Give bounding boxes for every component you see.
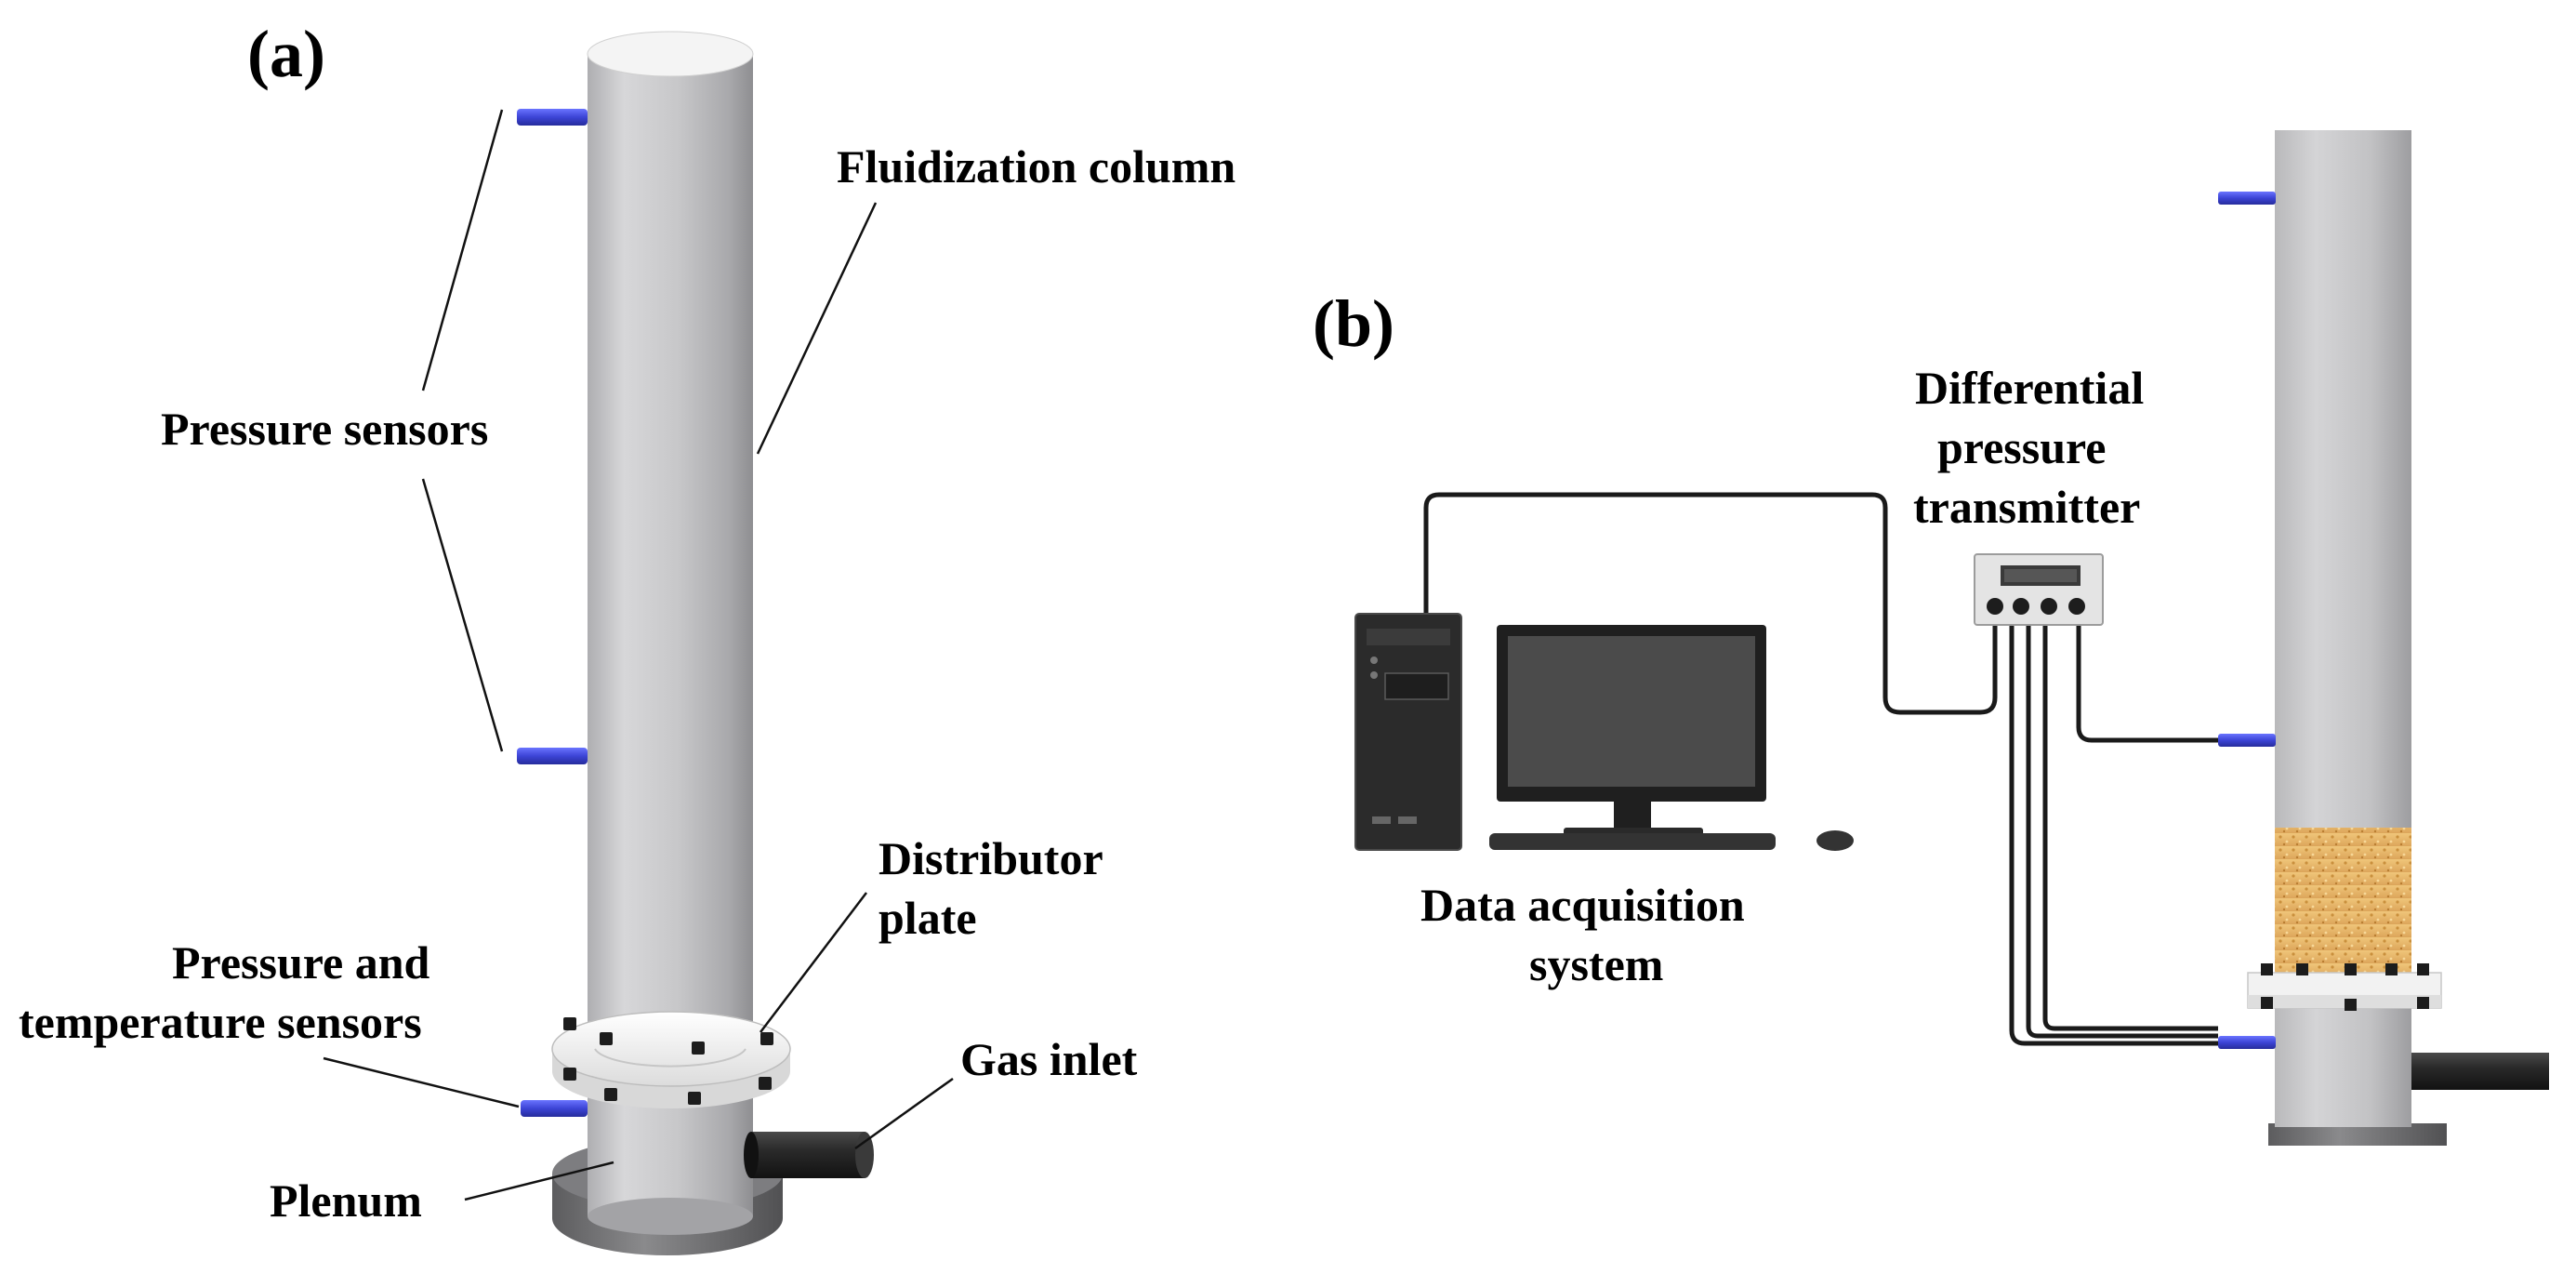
label-pressure-temperature-line2: temperature sensors [19, 996, 422, 1048]
label-transmitter-line3: transmitter [1913, 481, 2140, 533]
leader-lines-a [323, 109, 954, 1201]
label-plenum: Plenum [270, 1174, 422, 1227]
label-pressure-sensors: Pressure sensors [161, 403, 488, 455]
bed-material [2275, 828, 2411, 976]
pc-tower [1354, 613, 1462, 851]
fluidization-column-b [2247, 130, 2549, 1146]
pressure-sensor-top-a [517, 109, 588, 126]
panel-b: (b) [1313, 130, 2549, 1146]
plenum-sensor-b [2218, 1036, 2276, 1049]
keyboard [1489, 833, 1776, 850]
monitor [1497, 625, 1766, 841]
panel-b-tag: (b) [1313, 286, 1394, 361]
signal-wires [1423, 492, 2218, 1046]
panel-a-tag: (a) [247, 17, 325, 91]
label-gas-inlet: Gas inlet [960, 1033, 1138, 1085]
label-data-acquisition-line2: system [1529, 938, 1663, 990]
label-pressure-temperature-line1: Pressure and [172, 936, 430, 988]
differential-pressure-transmitter [1974, 553, 2104, 626]
label-fluidization-column: Fluidization column [837, 140, 1235, 192]
pressure-sensor-bottom-b [2218, 734, 2276, 747]
pressure-sensor-top-b [2218, 192, 2276, 205]
label-distributor-plate-line2: plate [878, 892, 977, 944]
panel-a: (a) [19, 17, 1235, 1255]
pressure-sensor-bottom-a [517, 748, 588, 764]
plenum-sensor-a [521, 1100, 588, 1117]
distributor-plate-a [551, 1011, 791, 1108]
data-acquisition-system [1354, 613, 1854, 851]
label-distributor-plate-line1: Distributor [878, 832, 1103, 884]
gas-inlet-pipe-a [744, 1132, 874, 1178]
mouse [1816, 830, 1854, 851]
label-transmitter-line1: Differential [1915, 362, 2144, 414]
label-transmitter-line2: pressure [1937, 421, 2107, 473]
label-data-acquisition-line1: Data acquisition [1420, 879, 1745, 931]
